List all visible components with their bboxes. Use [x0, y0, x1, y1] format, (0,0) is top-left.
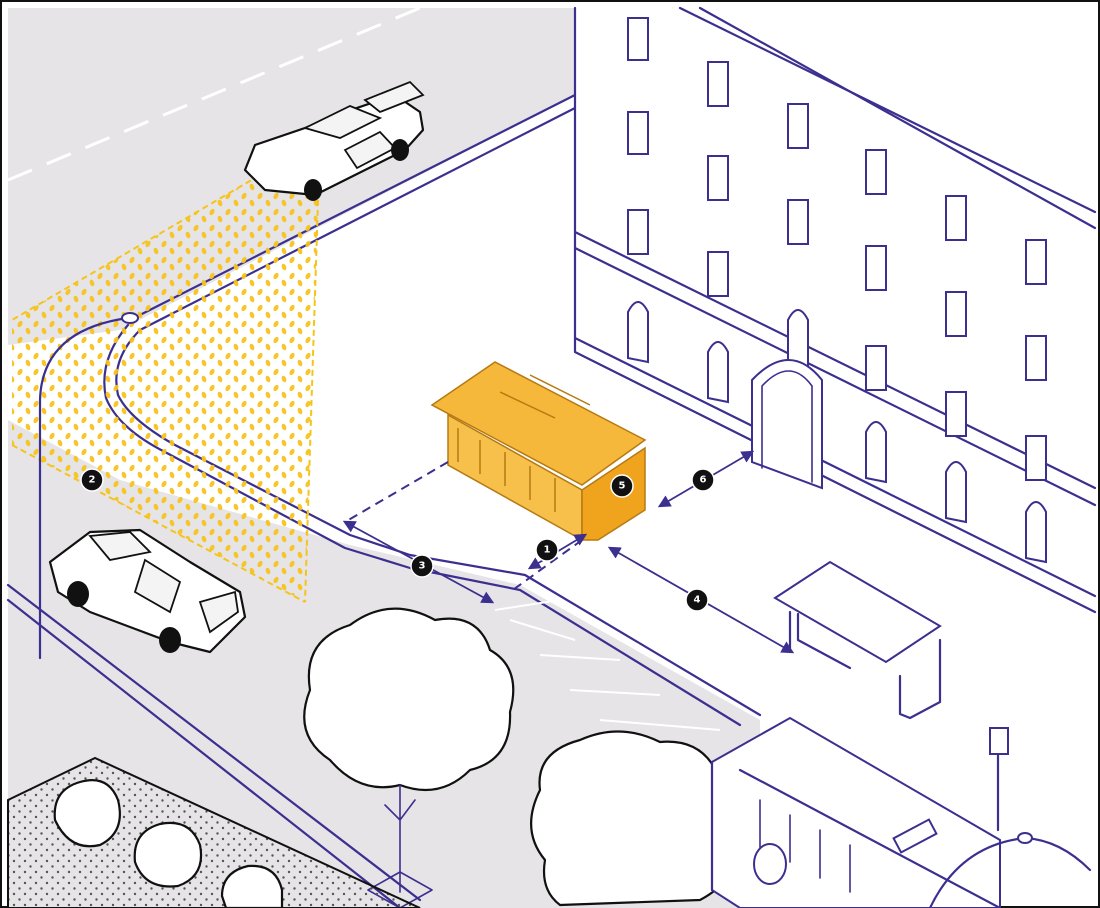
planter-bed	[7, 756, 421, 908]
marker-4: 4	[685, 588, 709, 612]
marker-5-label: 5	[619, 481, 626, 492]
street-lamp-icon	[38, 312, 139, 660]
tree-icon	[303, 607, 515, 908]
marker-6: 6	[691, 468, 715, 492]
apartment-building	[573, 6, 1097, 614]
marker-3-label: 3	[419, 561, 426, 572]
building-entrance-arch	[751, 359, 823, 490]
marker-3: 3	[410, 554, 434, 578]
marker-2: 2	[80, 468, 104, 492]
tree-icon	[530, 730, 741, 907]
car-icon	[48, 528, 247, 654]
marker-6-label: 6	[700, 475, 707, 486]
marker-5: 5	[610, 474, 634, 498]
marker-4-label: 4	[694, 595, 701, 606]
street-light-cone	[11, 139, 321, 603]
building-windows	[627, 17, 1047, 564]
bus-icon	[710, 716, 1092, 908]
marker-1-label: 1	[544, 545, 551, 556]
marker-1: 1	[535, 538, 559, 562]
marker-2-label: 2	[89, 475, 96, 486]
bus-stop-shelter-icon	[773, 560, 942, 720]
sign-icon	[989, 727, 1009, 832]
kiosk-footprint-dashes	[344, 461, 583, 593]
car-icon	[243, 80, 425, 201]
